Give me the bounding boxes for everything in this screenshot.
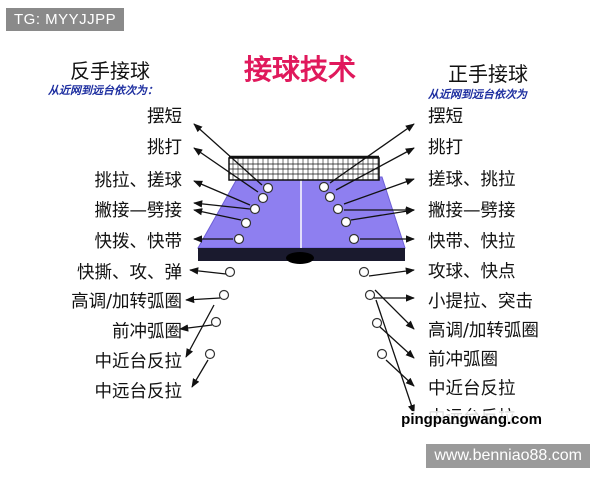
left-ball-5 bbox=[233, 233, 245, 245]
left-technique-8: 前冲弧圈 bbox=[112, 322, 182, 342]
right-ball-4 bbox=[340, 216, 352, 228]
left-ball-6 bbox=[224, 266, 236, 278]
net bbox=[228, 155, 380, 181]
right-subheading: 从近网到远台依次为 bbox=[428, 88, 527, 101]
right-technique-1: 摆短 bbox=[428, 107, 463, 127]
left-ball-9 bbox=[204, 348, 216, 360]
left-ball-7 bbox=[218, 289, 230, 301]
top-watermark: TG: MYYJJPP bbox=[6, 8, 125, 31]
right-ball-2 bbox=[324, 191, 336, 203]
left-technique-5: 快拨、快带 bbox=[94, 232, 183, 252]
left-balls bbox=[204, 182, 274, 360]
right-technique-10: 中近台反拉 bbox=[428, 379, 516, 399]
right-technique-2: 挑打 bbox=[428, 138, 463, 158]
right-technique-8: 高调/加转弧圈 bbox=[428, 321, 539, 341]
left-ball-2 bbox=[257, 192, 269, 204]
right-ball-5 bbox=[348, 233, 360, 245]
left-technique-4: 撇接—劈接 bbox=[94, 201, 183, 221]
right-ball-7 bbox=[364, 289, 376, 301]
right-technique-9: 前冲弧圈 bbox=[428, 350, 498, 370]
left-subheading: 从近网到远台依次为： bbox=[48, 84, 158, 97]
left-technique-6: 快撕、攻、弹 bbox=[77, 263, 182, 283]
left-ball-1 bbox=[262, 182, 274, 194]
left-technique-2: 挑打 bbox=[147, 138, 182, 158]
left-heading: 反手接球 bbox=[70, 59, 150, 83]
right-ball-6 bbox=[358, 266, 370, 278]
right-technique-6: 攻球、快点 bbox=[428, 262, 516, 282]
right-ball-9 bbox=[376, 348, 388, 360]
right-ball-1 bbox=[318, 181, 330, 193]
right-ball-3 bbox=[332, 203, 344, 215]
right-technique-5: 快带、快拉 bbox=[428, 232, 516, 252]
right-arrows bbox=[329, 123, 415, 414]
left-technique-7: 高调/加转弧圈 bbox=[71, 292, 182, 312]
diagram-title: 接球技术 bbox=[243, 53, 356, 86]
left-ball-3 bbox=[249, 203, 261, 215]
right-technique-4: 撇接—劈接 bbox=[428, 201, 516, 221]
bottom-watermark: www.benniao88.com bbox=[426, 444, 590, 468]
right-ball-8 bbox=[371, 317, 383, 329]
left-technique-10: 中远台反拉 bbox=[94, 382, 183, 402]
right-balls bbox=[318, 181, 388, 360]
left-technique-3: 挑拉、搓球 bbox=[94, 171, 183, 191]
left-technique-1: 摆短 bbox=[147, 107, 182, 127]
right-heading: 正手接球 bbox=[448, 62, 528, 86]
left-ball-4 bbox=[240, 217, 252, 229]
right-technique-3: 搓球、挑拉 bbox=[428, 170, 516, 190]
left-ball-8 bbox=[210, 316, 222, 328]
site-watermark: pingpangwang.com bbox=[401, 411, 542, 428]
table-shadow-ellipse bbox=[286, 252, 314, 264]
left-technique-9: 中近台反拉 bbox=[94, 352, 183, 372]
right-technique-7: 小提拉、突击 bbox=[428, 292, 533, 312]
left-arrows bbox=[179, 123, 263, 388]
